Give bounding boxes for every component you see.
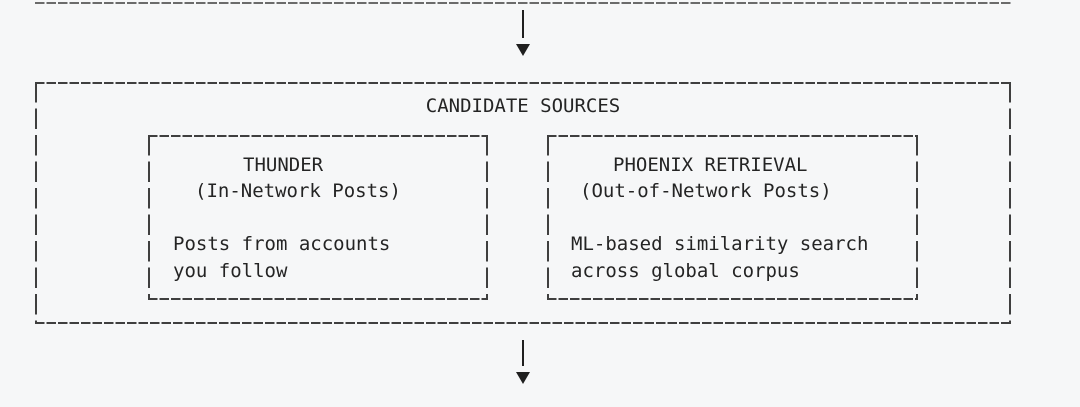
thunder-description-line-2: you follow bbox=[173, 260, 288, 282]
phoenix-retrieval-subtitle: (Out-of-Network Posts) bbox=[580, 180, 832, 202]
thunder-box bbox=[148, 135, 488, 300]
phoenix-retrieval-box bbox=[547, 135, 918, 300]
connector-line bbox=[522, 10, 524, 38]
thunder-title: THUNDER bbox=[243, 154, 324, 176]
thunder-subtitle: (In-Network Posts) bbox=[195, 180, 401, 202]
thunder-description-line-1: Posts from accounts bbox=[173, 233, 391, 255]
candidate-sources-title: CANDIDATE SOURCES bbox=[425, 95, 621, 117]
arrow-down-icon bbox=[516, 44, 530, 56]
phoenix-retrieval-title: PHOENIX RETRIEVAL bbox=[613, 154, 808, 176]
arrow-down-icon bbox=[516, 372, 530, 384]
connector-line bbox=[522, 340, 524, 366]
upstream-box-bottom-edge bbox=[35, 2, 1011, 4]
phoenix-retrieval-description-line-2: across global corpus bbox=[571, 260, 800, 282]
phoenix-retrieval-description-line-1: ML-based similarity search bbox=[571, 233, 869, 255]
